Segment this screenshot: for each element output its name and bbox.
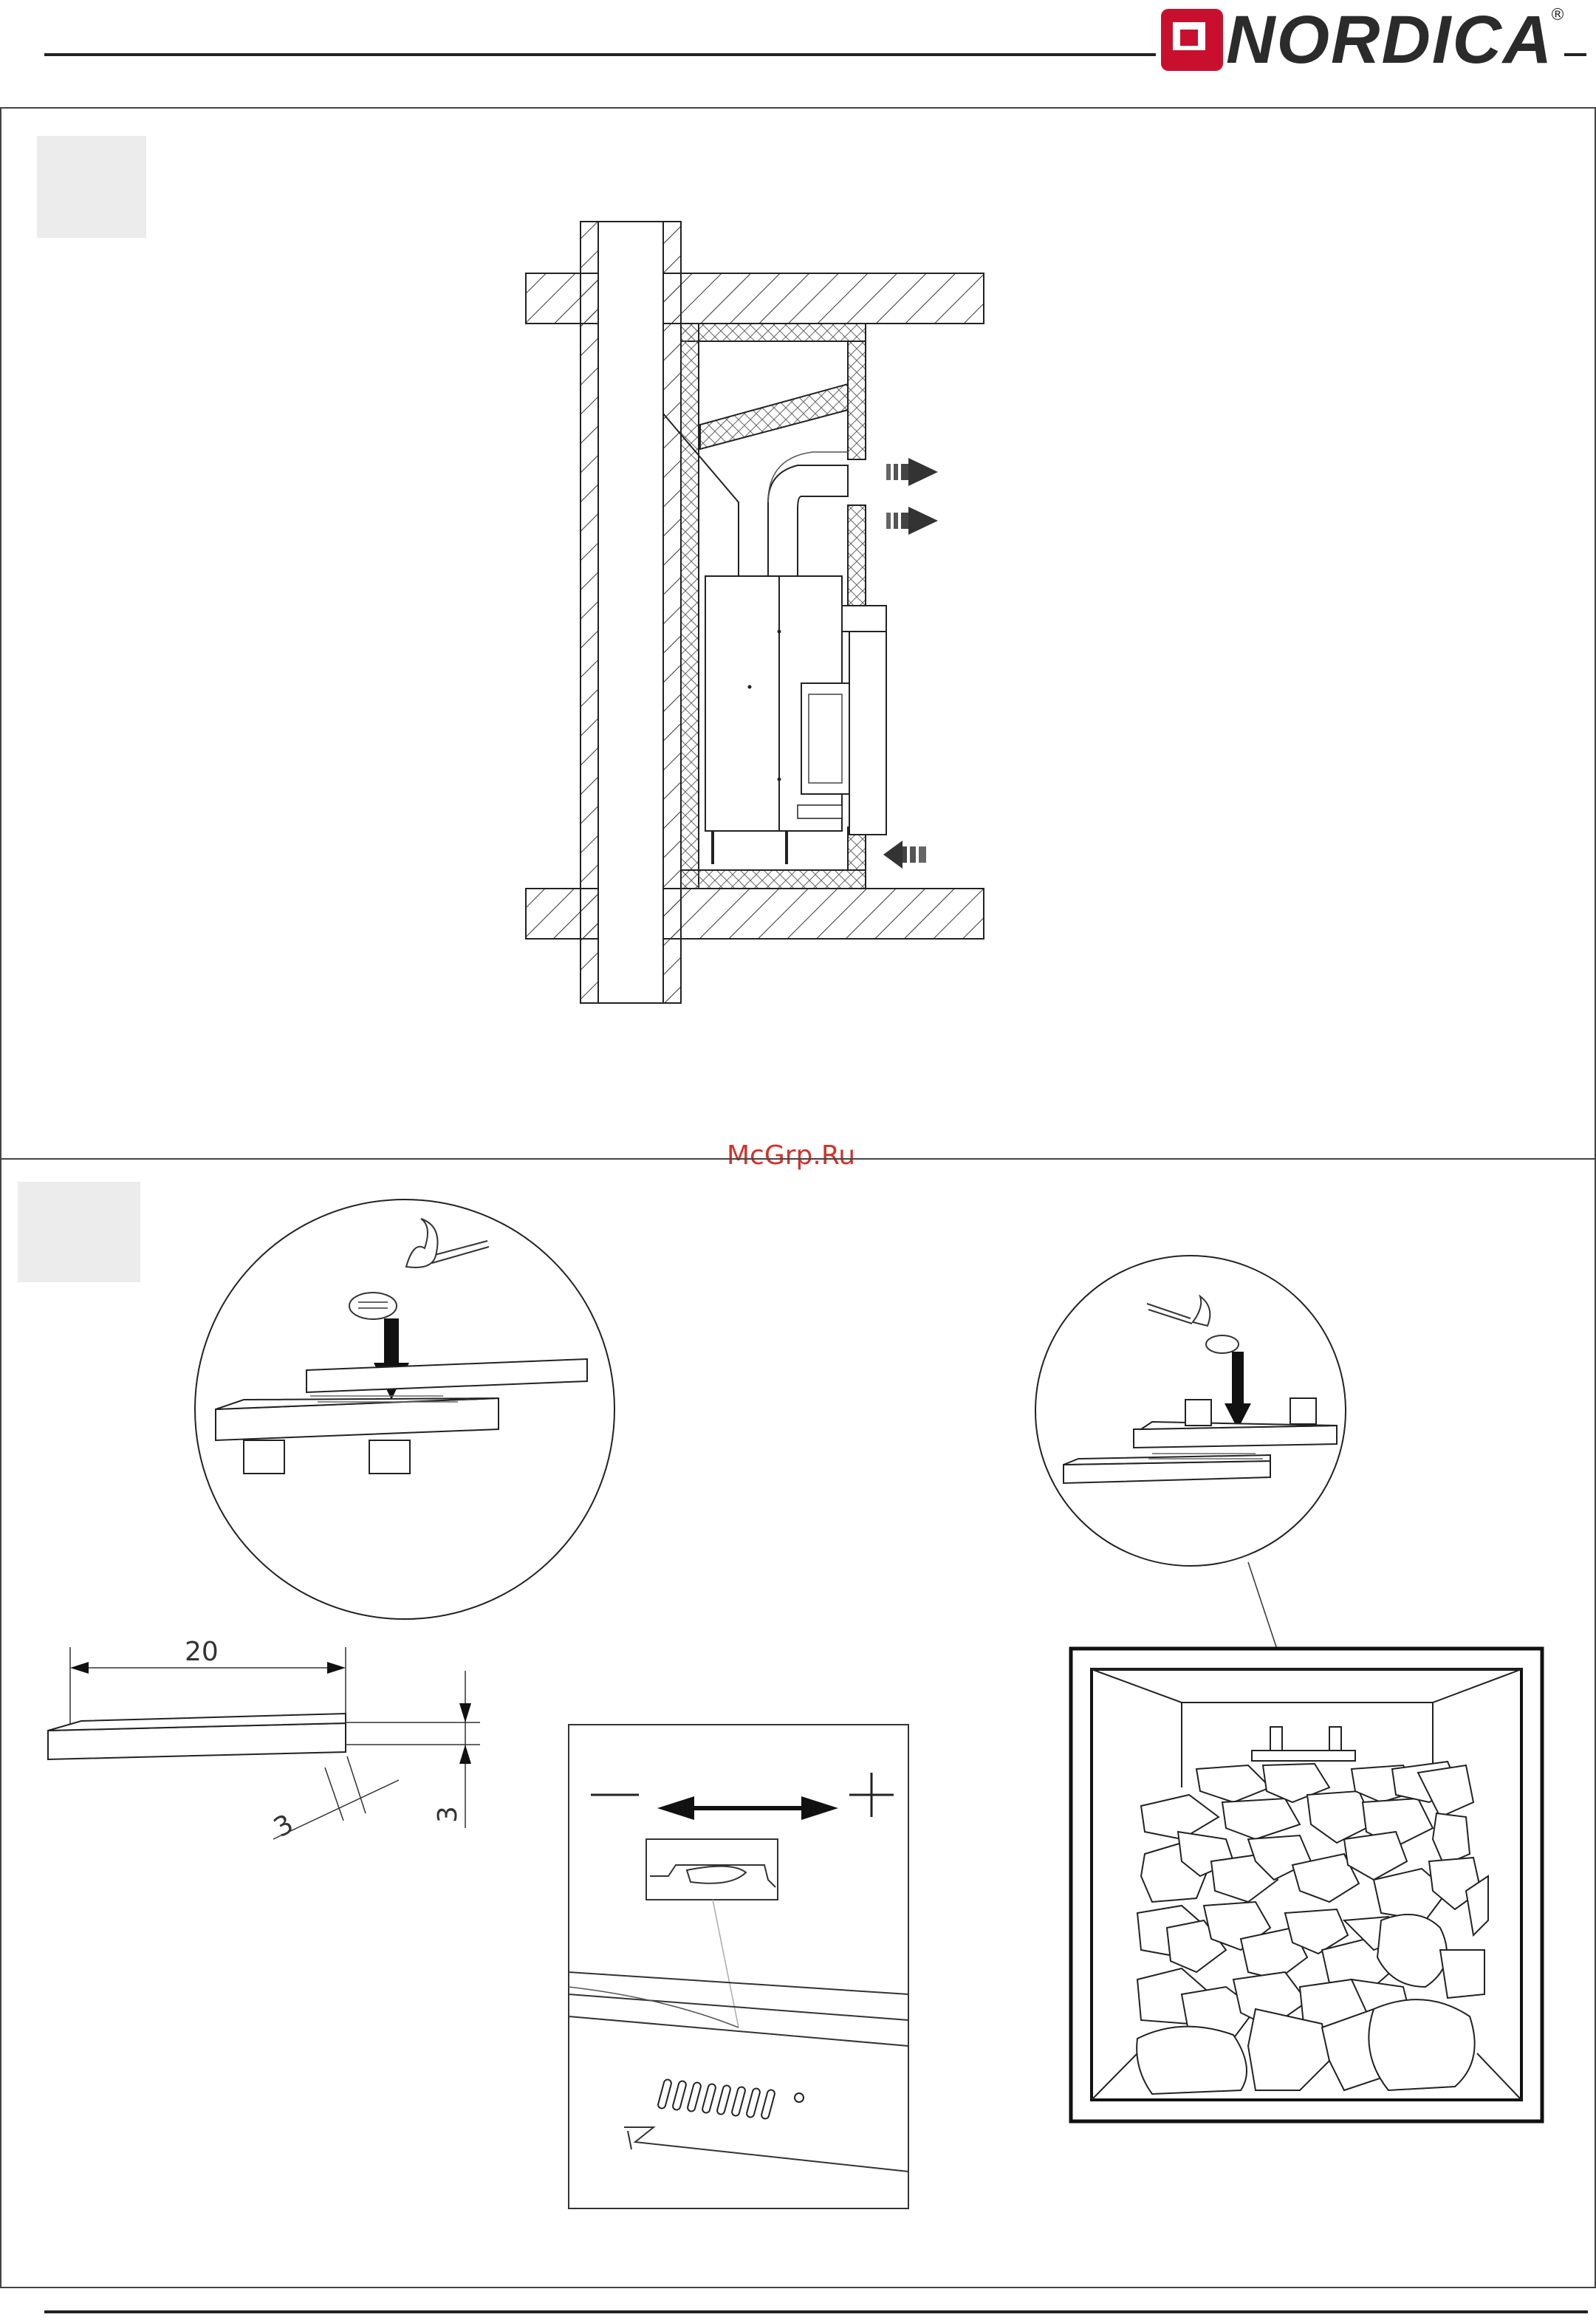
dimension-length: 20 — [185, 1637, 219, 1667]
chimney-wall-left — [580, 222, 598, 1003]
chimney-flue — [598, 222, 663, 1003]
chimney-wall-right — [663, 222, 681, 1003]
firebox-front-view — [1064, 1640, 1551, 2135]
brand-logo: NORDICA — [1226, 6, 1553, 74]
brand-mark-icon — [1158, 6, 1226, 74]
registered-mark: ® — [1549, 6, 1566, 24]
air-outlet-arrow-2 — [886, 507, 938, 535]
air-inlet-arrow — [883, 841, 926, 869]
air-regulator-detail — [561, 1717, 916, 2220]
figure-number-box-top — [37, 136, 146, 238]
hood-insulation-top — [681, 324, 866, 341]
stove-frame — [849, 628, 886, 835]
hood-insulation-right-mid — [848, 505, 866, 609]
figure-number-box-bottom — [18, 1182, 140, 1282]
hood-insulation-left — [681, 324, 699, 889]
header-rule-end — [1564, 53, 1586, 56]
kindling-dimension-drawing: 20 3 3 — [37, 1618, 495, 1854]
dimension-height: 3 — [433, 1806, 463, 1823]
fireplace-installation-diagram — [517, 214, 997, 1012]
decompression-shelf — [700, 384, 848, 449]
header-rule — [44, 53, 1156, 56]
air-outlet-arrow-1 — [886, 458, 938, 486]
footer-rule — [44, 2310, 1588, 2313]
dimension-width: 3 — [269, 1809, 298, 1844]
kindling-alternate-detail — [1027, 1248, 1359, 1581]
hood-insulation-right-upper — [848, 341, 866, 459]
kindling-stack-detail — [192, 1197, 620, 1625]
hood-insulation-bottom — [681, 870, 866, 889]
